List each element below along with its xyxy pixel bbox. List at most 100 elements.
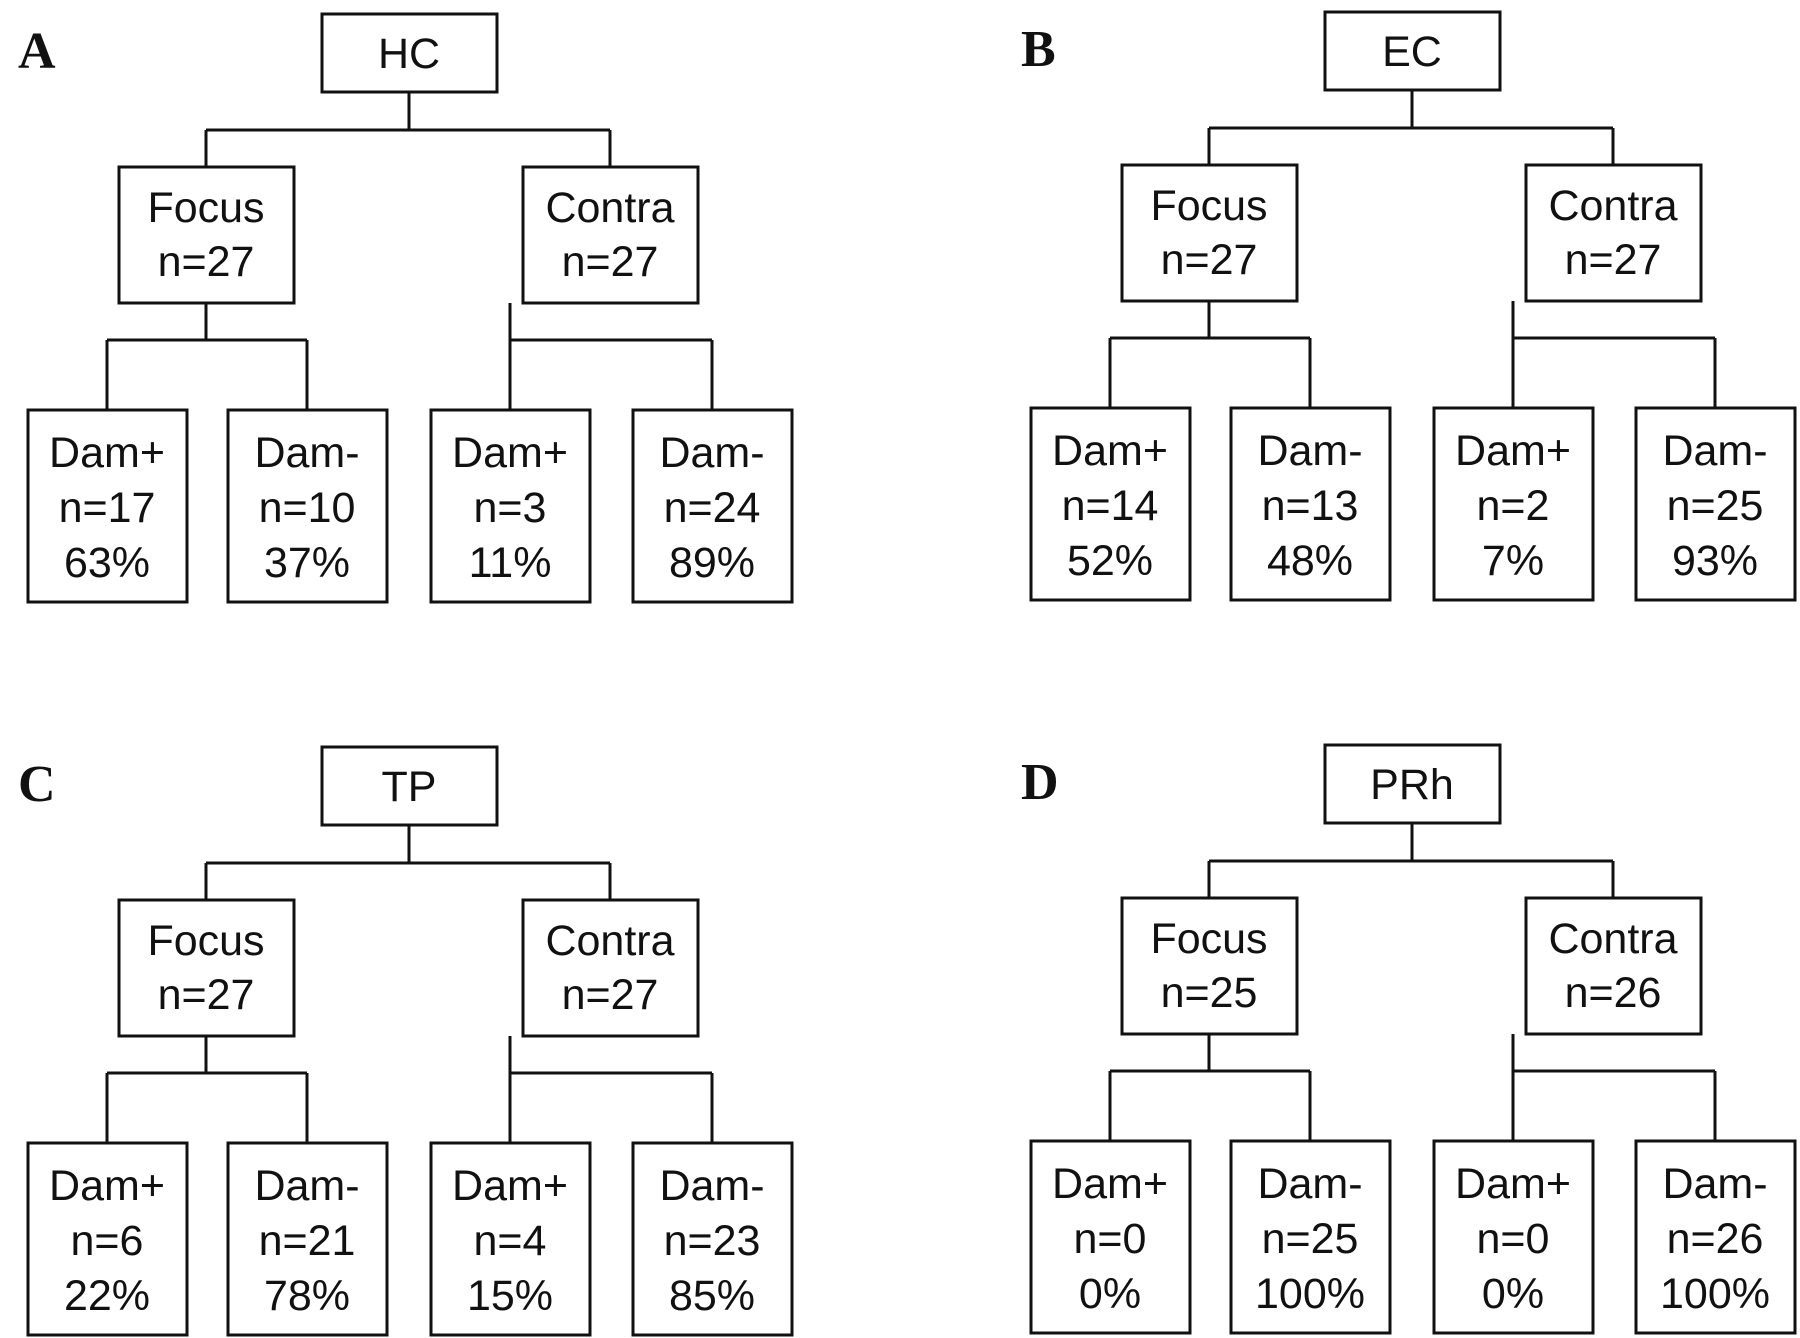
branch-node-contra: Contra n=26 [1524,896,1703,1036]
leaf-label: Dam+ [1052,1160,1168,1208]
branch-node-focus: Focus n=27 [117,898,296,1038]
branch-label: Focus [147,184,264,232]
tree-connectors [105,92,714,410]
leaf-label: Dam+ [452,1162,568,1210]
leaf-node: Dam- n=25 93% [1634,406,1797,602]
leaf-count: n=14 [1062,482,1159,530]
leaf-node: Dam+ n=14 52% [1029,406,1192,602]
branch-count: n=25 [1161,969,1258,1017]
root-label: EC [1382,28,1442,76]
branch-count: n=27 [562,238,659,286]
leaf-node: Dam+ n=2 7% [1432,406,1595,602]
leaf-percent: 93% [1672,537,1758,585]
leaf-percent: 78% [264,1272,350,1320]
tree-connectors [1108,823,1717,1141]
branch-node-contra: Contra n=27 [1524,163,1703,303]
branch-label: Contra [545,184,674,232]
leaf-count: n=24 [664,484,761,532]
branch-count: n=27 [562,971,659,1019]
branch-label: Contra [1548,182,1677,230]
leaf-percent: 52% [1067,537,1153,585]
leaf-label: Dam- [1662,427,1767,475]
leaf-node: Dam- n=13 48% [1229,406,1392,602]
leaf-node: Dam+ n=3 11% [429,408,592,604]
leaf-count: n=6 [71,1217,144,1265]
branch-node-contra: Contra n=27 [521,898,700,1038]
branch-node-focus: Focus n=27 [1120,163,1299,303]
tree-connectors [1108,90,1717,408]
branch-label: Contra [1548,915,1677,963]
branch-node-focus: Focus n=27 [117,165,296,305]
panel-c: C TP Focus n=27 Contra n=27 [18,745,794,1337]
leaf-node: Dam- n=26 100% [1634,1139,1797,1335]
leaf-node: Dam+ n=17 63% [26,408,189,604]
root-label: HC [378,30,440,78]
tree-connectors [105,825,714,1143]
panel-d: D PRh Focus n=25 Contra n=26 [1021,743,1797,1335]
leaf-label: Dam- [659,1162,764,1210]
leaf-count: n=10 [259,484,356,532]
leaf-label: Dam- [659,429,764,477]
branch-count: n=27 [1565,236,1662,284]
leaf-label: Dam- [254,429,359,477]
leaf-count: n=0 [1477,1215,1550,1263]
leaf-percent: 63% [64,539,150,587]
leaf-count: n=13 [1262,482,1359,530]
leaf-percent: 0% [1079,1270,1141,1318]
leaf-node: Dam+ n=6 22% [26,1141,189,1337]
leaf-percent: 89% [669,539,755,587]
leaf-percent: 7% [1482,537,1544,585]
leaf-count: n=4 [474,1217,547,1265]
leaf-percent: 11% [469,539,552,587]
panel-letter: A [18,23,56,80]
leaf-label: Dam- [1257,427,1362,475]
leaf-node: Dam+ n=4 15% [429,1141,592,1337]
leaf-label: Dam+ [49,429,165,477]
root-label: TP [382,763,437,811]
leaf-percent: 100% [1255,1270,1365,1318]
leaf-count: n=25 [1667,482,1764,530]
leaf-percent: 37% [264,539,350,587]
panel-letter: D [1021,754,1059,811]
leaf-node: Dam- n=23 85% [631,1141,794,1337]
leaf-count: n=0 [1074,1215,1147,1263]
branch-label: Focus [1150,915,1267,963]
branch-label: Focus [147,917,264,965]
root-node: TP [320,745,499,827]
leaf-count: n=3 [474,484,547,532]
branch-label: Contra [545,917,674,965]
leaf-count: n=23 [664,1217,761,1265]
leaf-label: Dam- [1662,1160,1767,1208]
branch-node-focus: Focus n=25 [1120,896,1299,1036]
leaf-node: Dam- n=24 89% [631,408,794,604]
leaf-label: Dam+ [452,429,568,477]
panel-letter: B [1021,21,1056,78]
leaf-count: n=25 [1262,1215,1359,1263]
leaf-node: Dam- n=25 100% [1229,1139,1392,1335]
root-node: PRh [1323,743,1502,825]
leaf-percent: 100% [1660,1270,1770,1318]
branch-count: n=27 [158,238,255,286]
leaf-node: Dam+ n=0 0% [1432,1139,1595,1335]
leaf-percent: 22% [64,1272,150,1320]
leaf-percent: 85% [669,1272,755,1320]
leaf-count: n=21 [259,1217,356,1265]
leaf-label: Dam+ [1455,427,1571,475]
leaf-label: Dam- [1257,1160,1362,1208]
panel-a: A HC Focus n=27 Contr [18,12,794,604]
leaf-label: Dam+ [1455,1160,1571,1208]
leaf-node: Dam+ n=0 0% [1029,1139,1192,1335]
leaf-percent: 0% [1482,1270,1544,1318]
leaf-label: Dam+ [1052,427,1168,475]
leaf-node: Dam- n=21 78% [226,1141,389,1337]
branch-node-contra: Contra n=27 [521,165,700,305]
leaf-count: n=26 [1667,1215,1764,1263]
root-node: EC [1323,10,1502,92]
branch-count: n=27 [1161,236,1258,284]
root-node: HC [320,12,499,94]
leaf-count: n=17 [59,484,156,532]
leaf-percent: 15% [467,1272,553,1320]
branch-count: n=27 [158,971,255,1019]
branch-label: Focus [1150,182,1267,230]
